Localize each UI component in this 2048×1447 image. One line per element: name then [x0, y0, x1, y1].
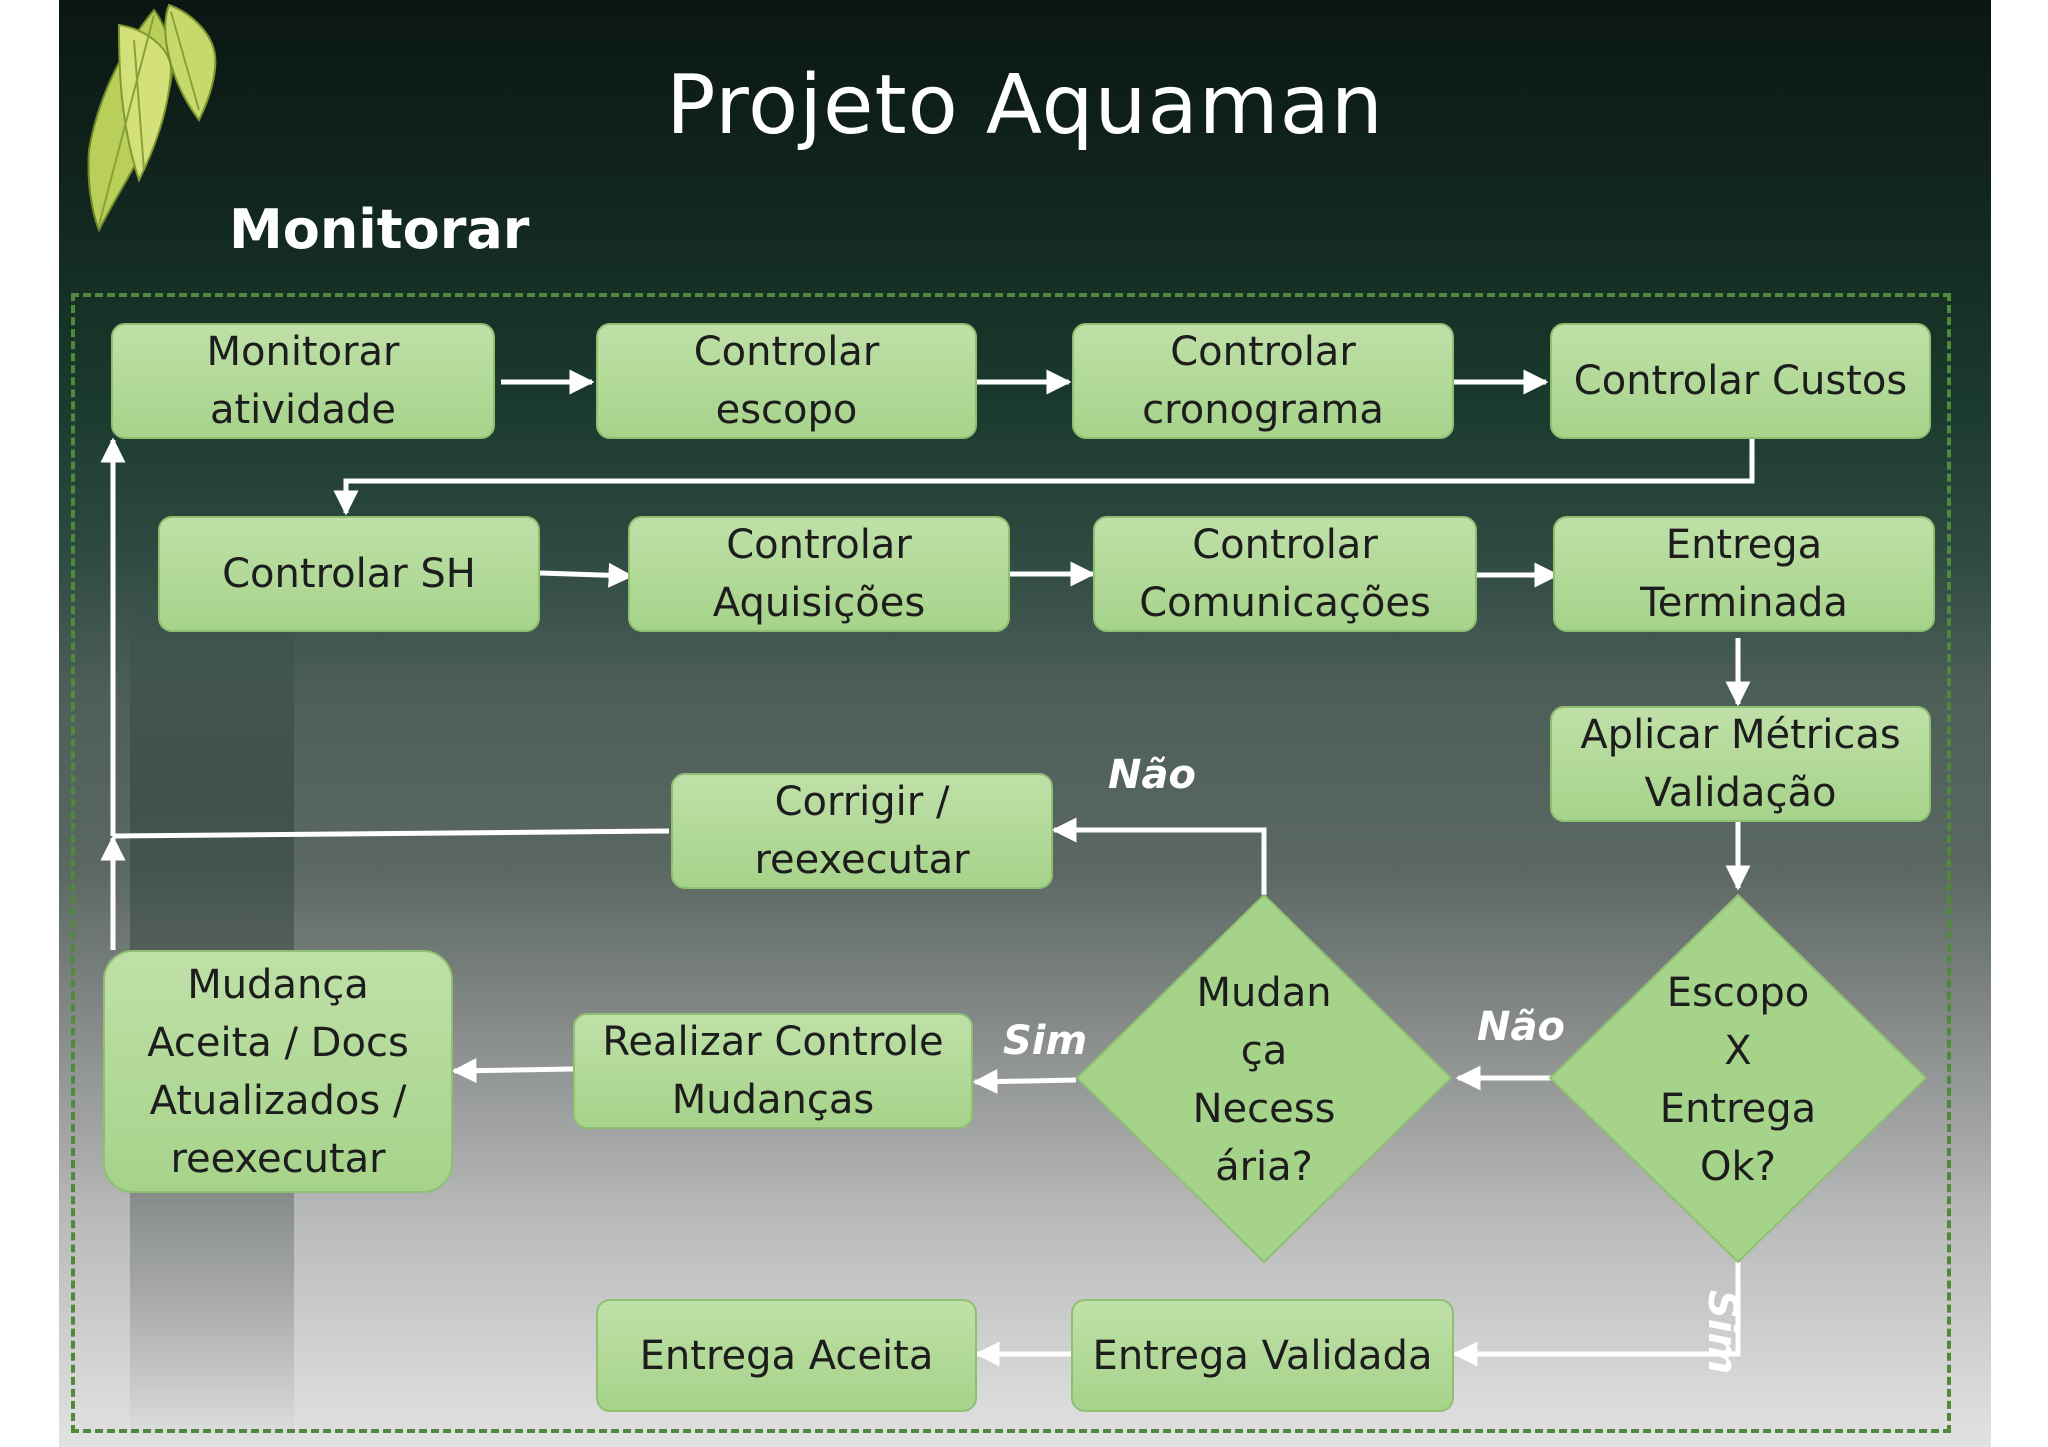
- edge-label-nao-mudanca: Não: [1477, 1004, 1565, 1050]
- dashed-frame: [71, 293, 1951, 1433]
- decision-escopo-text: Escopo X Entrega Ok?: [1659, 970, 1817, 1190]
- node-corrigir: Corrigir / reexecutar: [671, 773, 1053, 889]
- node-entrega-aceita: Entrega Aceita: [596, 1299, 977, 1412]
- node-controlar-escopo: Controlar escopo: [596, 323, 977, 439]
- leaf-icon: [87, 3, 217, 233]
- edge-label-nao-corrigir: Não: [1108, 752, 1196, 798]
- arrow-custos-sh: [333, 439, 1755, 516]
- decision-escopo-entrega: [1548, 893, 1928, 1264]
- node-entrega-terminada: Entrega Terminada: [1553, 516, 1935, 632]
- edge-label-sim-validada: Sim: [1699, 1290, 1745, 1375]
- node-realizar-controle: Realizar Controle Mudanças: [573, 1013, 973, 1129]
- node-mudanca-aceita: Mudança Aceita / Docs Atualizados / reex…: [103, 950, 453, 1193]
- arrow-mudanca-realizar-sim: [972, 1069, 1077, 1095]
- decision-mudanca-necessaria: [1075, 893, 1453, 1264]
- node-controlar-custos: Controlar Custos: [1550, 323, 1931, 439]
- connectors: [100, 369, 1928, 1367]
- node-controlar-comunicacoes: Controlar Comunicações: [1093, 516, 1477, 632]
- arrow-corrigir-return: [112, 828, 670, 839]
- node-controlar-sh: Controlar SH: [158, 516, 540, 632]
- decision-mudanca-text: Mudan ça Necess ária?: [1192, 970, 1336, 1190]
- node-monitorar-atividade: Monitorar atividade: [111, 323, 495, 439]
- node-aplicar-metricas: Aplicar Métricas Validação: [1550, 706, 1931, 822]
- edge-label-sim-realizar: Sim: [1003, 1018, 1088, 1064]
- section-subtitle: Monitorar: [229, 198, 530, 261]
- arrow-mudanca-corrigir-nao: [1051, 817, 1267, 895]
- arrow-sh-aquisicoes: [539, 562, 634, 588]
- node-entrega-validada: Entrega Validada: [1071, 1299, 1454, 1412]
- node-controlar-cronograma: Controlar cronograma: [1072, 323, 1454, 439]
- node-controlar-aquisicoes: Controlar Aquisições: [628, 516, 1010, 632]
- slide-background: Projeto Aquaman Monitorar: [59, 0, 1991, 1447]
- arrow-escopo-validada-sim: [1452, 1262, 1741, 1367]
- page-title: Projeto Aquaman: [666, 58, 1384, 153]
- arrow-realizar-mudanca-aceita: [451, 1058, 574, 1084]
